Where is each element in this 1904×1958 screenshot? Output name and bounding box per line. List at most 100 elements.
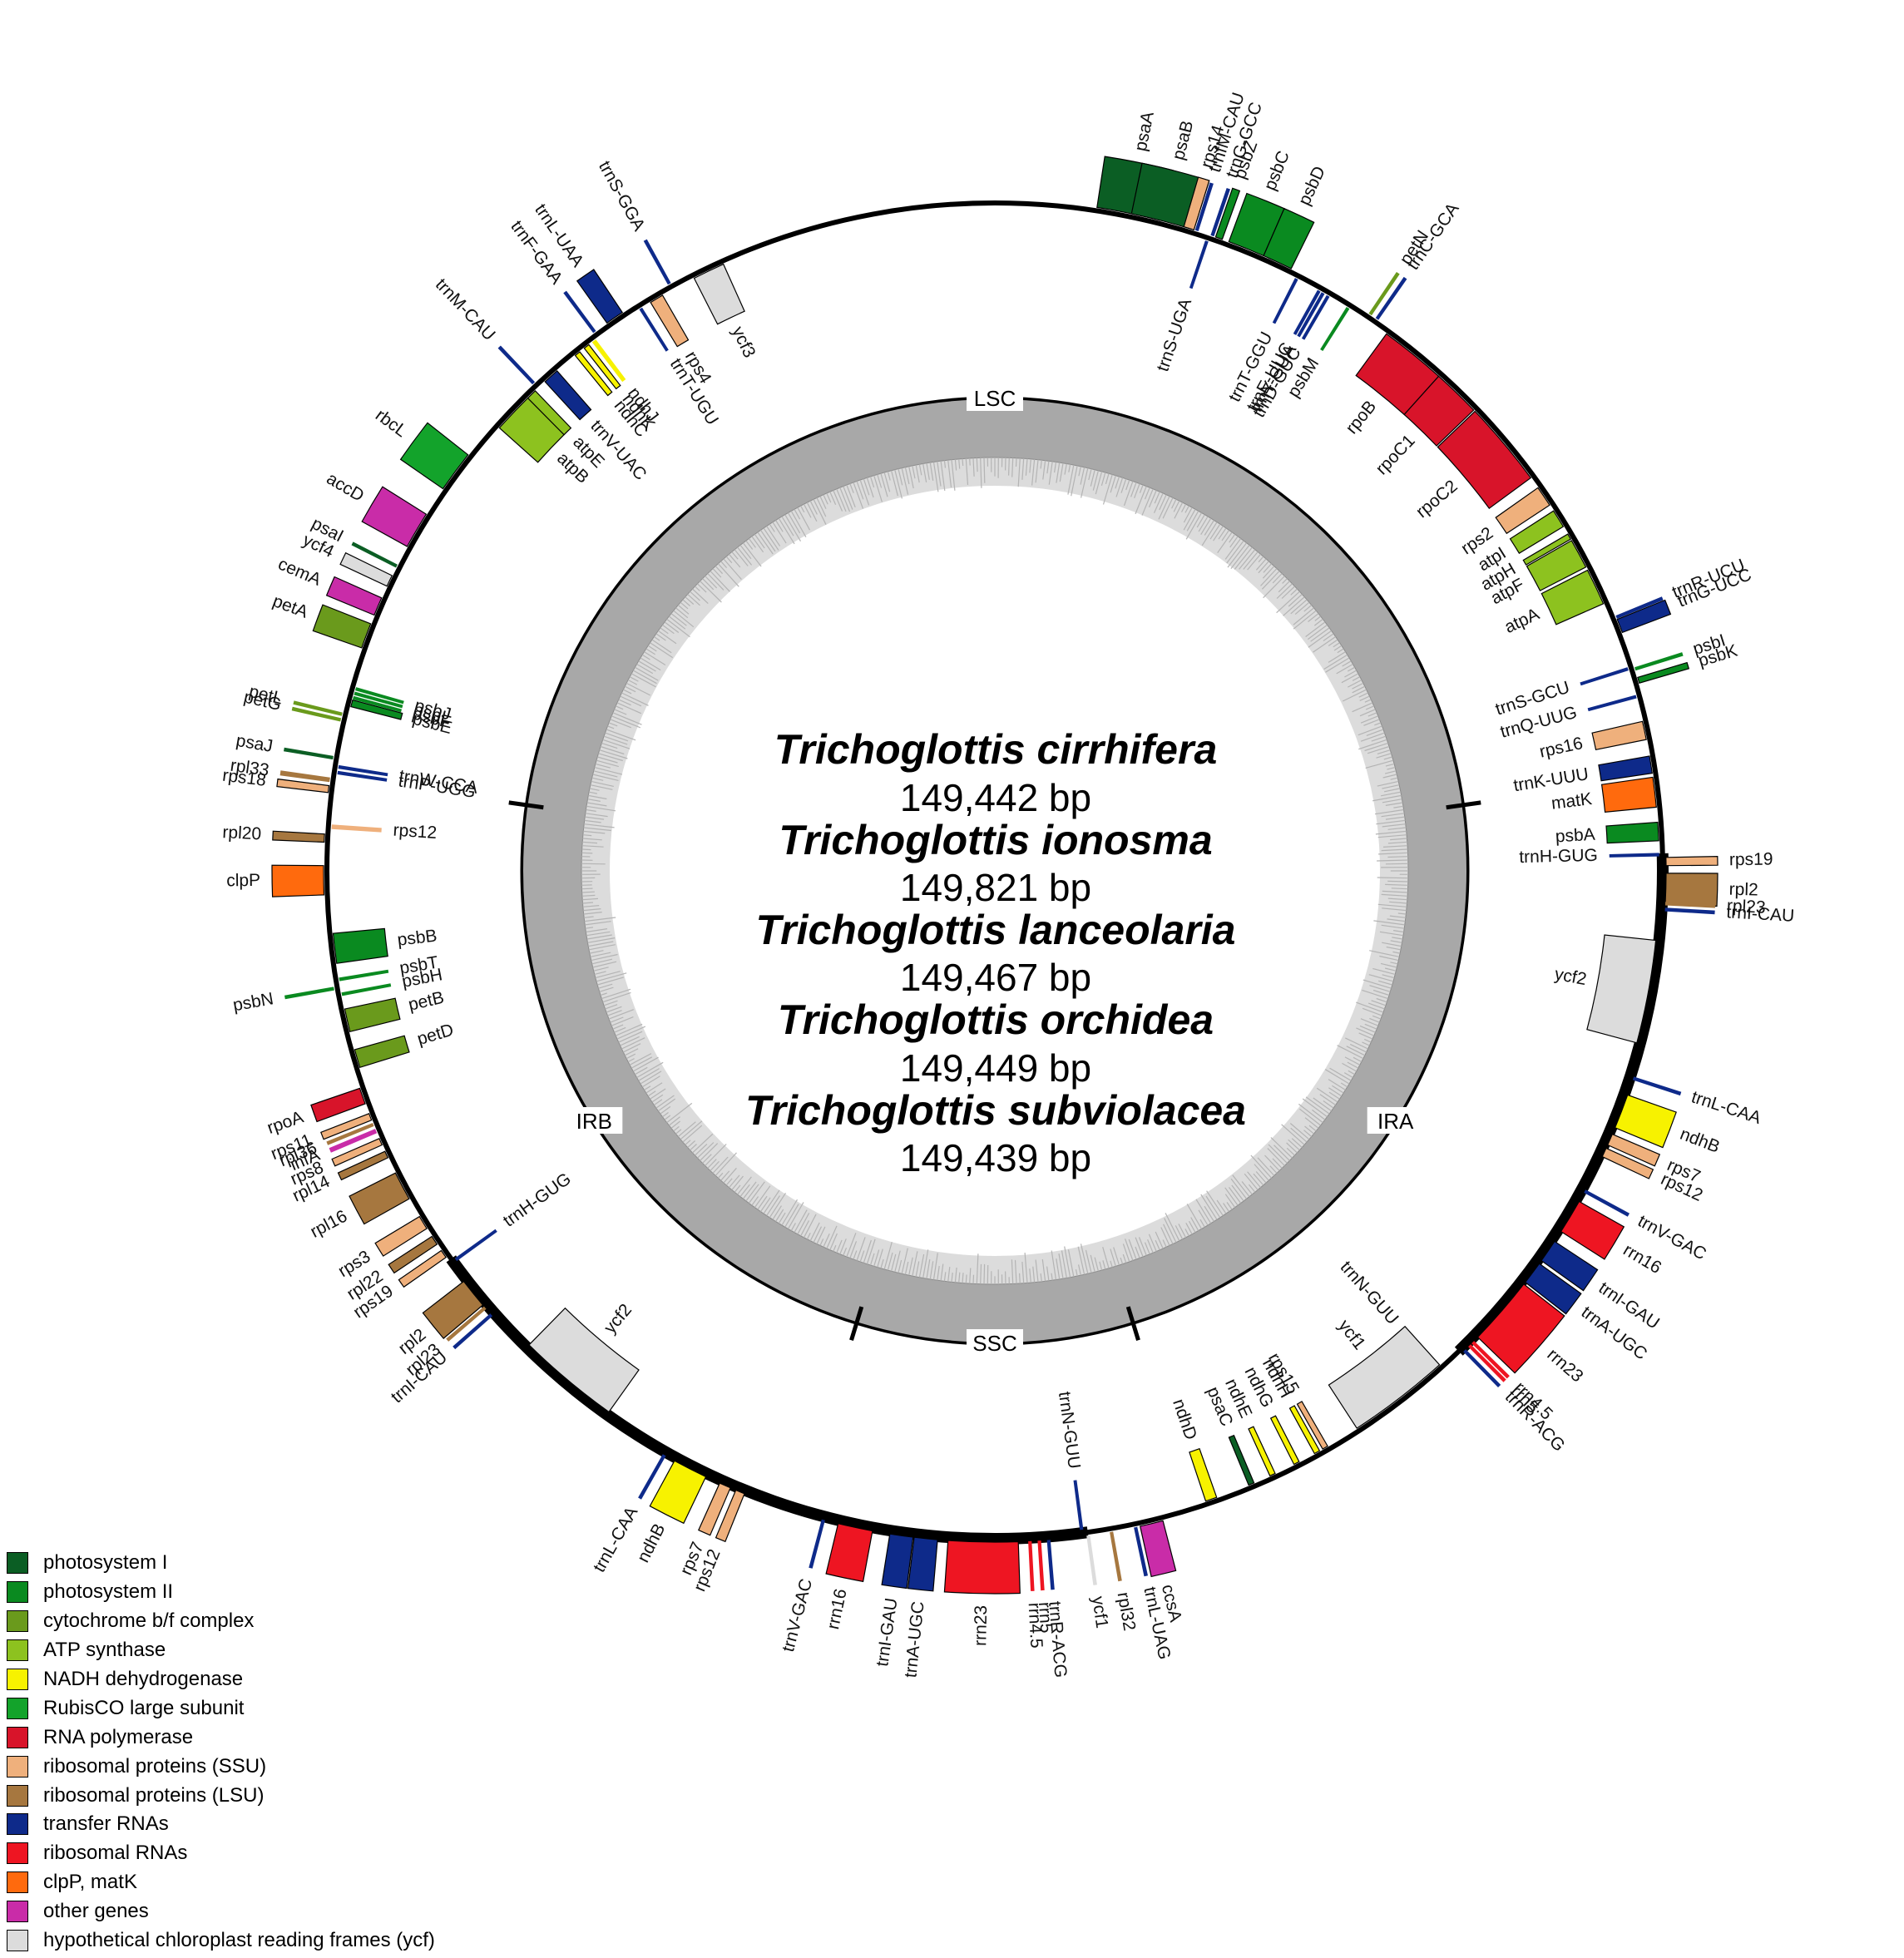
gc-tick [1376, 997, 1387, 1003]
legend-swatch [7, 1669, 28, 1690]
gc-tick [682, 1125, 703, 1143]
gc-tick [1092, 470, 1099, 491]
gc-tick [1323, 654, 1348, 670]
gc-tick [1379, 931, 1403, 937]
gc-tick [922, 1249, 929, 1278]
gc-tick [1305, 621, 1326, 637]
legend-item: ATP synthase [7, 1636, 539, 1665]
gc-tick [662, 1112, 669, 1118]
gc-tick [584, 917, 616, 922]
gc-tick [1348, 679, 1362, 688]
gene-label: ndhB [634, 1520, 670, 1565]
gc-tick [763, 527, 779, 551]
gene-block [1296, 1401, 1328, 1450]
gc-tick [602, 739, 631, 749]
gc-tick [1368, 974, 1394, 982]
gc-tick [677, 605, 690, 615]
gc-tick [1372, 794, 1402, 802]
species-name: Trichoglottis ionosma [779, 817, 1212, 863]
gc-tick [754, 534, 765, 549]
gc-tick [587, 937, 616, 943]
gc-tick [1310, 627, 1330, 642]
gc-tick [766, 526, 781, 546]
gc-tick [620, 1036, 640, 1046]
gc-tick [745, 1184, 759, 1202]
gc-tick [599, 749, 628, 759]
gc-tick [594, 971, 606, 975]
gc-tick [932, 462, 939, 492]
gc-tick [742, 1181, 757, 1199]
gc-tick [695, 586, 700, 591]
gc-tick [712, 1156, 729, 1174]
gc-tick [1201, 522, 1218, 546]
gc-tick [873, 1249, 880, 1267]
gc-tick [1382, 799, 1402, 803]
gc-tick [697, 583, 707, 593]
gc-tick [1314, 616, 1321, 621]
gc-tick [1342, 1062, 1357, 1072]
gc-tick [595, 763, 611, 769]
gc-tick [1144, 487, 1150, 500]
gc-tick [1305, 1096, 1330, 1115]
gc-tick [1343, 1072, 1353, 1079]
gene-block [1037, 1540, 1045, 1591]
gc-tick [1041, 1258, 1046, 1282]
gc-tick [1011, 1259, 1014, 1284]
gc-tick [757, 532, 774, 555]
gc-tick [592, 961, 617, 968]
gc-tick [1175, 1225, 1184, 1240]
gc-tick [843, 1247, 848, 1256]
gc-tick [618, 699, 631, 706]
gc-tick [1356, 1001, 1384, 1013]
gene-block [1665, 855, 1719, 867]
gc-tick [1358, 1032, 1373, 1040]
gene-block [350, 699, 403, 720]
gc-tick [813, 499, 827, 525]
gc-tick [1382, 774, 1397, 779]
gc-tick [1229, 534, 1236, 543]
gc-tick [1329, 1067, 1352, 1081]
gene-block [528, 1307, 640, 1413]
gene-label: trnH-GUG [1519, 846, 1598, 867]
gc-tick [1342, 660, 1352, 667]
gc-tick [638, 660, 656, 672]
gc-tick [606, 729, 636, 741]
gc-tick [1042, 460, 1046, 480]
gc-tick [588, 791, 598, 794]
gc-tick [589, 950, 604, 954]
gc-tick [640, 657, 661, 671]
gene-block [1328, 1325, 1441, 1429]
gene-psaj: psaJ [235, 731, 334, 760]
gc-tick [1226, 1202, 1233, 1210]
gc-tick [715, 566, 724, 575]
gc-tick [583, 908, 601, 912]
gc-tick [695, 1143, 708, 1156]
gc-tick [1290, 1127, 1308, 1143]
gc-tick [1105, 473, 1110, 485]
gc-tick [670, 1120, 680, 1129]
gene-block [1189, 240, 1209, 289]
gc-tick [829, 491, 837, 505]
gc-tick [1148, 1234, 1157, 1252]
legend-label: cytochrome b/f complex [43, 1609, 255, 1633]
gc-tick [1135, 1246, 1140, 1258]
gc-tick [816, 497, 827, 517]
gc-tick [976, 1253, 979, 1284]
gc-tick [603, 735, 628, 745]
gene-block [1194, 182, 1214, 231]
gc-tick [1385, 763, 1395, 767]
gc-tick [1094, 1257, 1099, 1272]
gc-tick [1159, 494, 1167, 511]
gc-tick [581, 863, 606, 865]
gc-tick [972, 457, 975, 477]
gc-tick [748, 538, 756, 548]
gene-rps12: rps12 [331, 821, 438, 843]
gc-tick [605, 1004, 618, 1010]
gc-tick [586, 805, 616, 812]
region-boundary-tick [1125, 1306, 1140, 1341]
gc-tick [800, 505, 805, 513]
gene-block [312, 604, 372, 649]
gene-block [339, 551, 393, 587]
gc-tick [600, 745, 625, 755]
species-size: 149,439 bp [900, 1136, 1091, 1179]
